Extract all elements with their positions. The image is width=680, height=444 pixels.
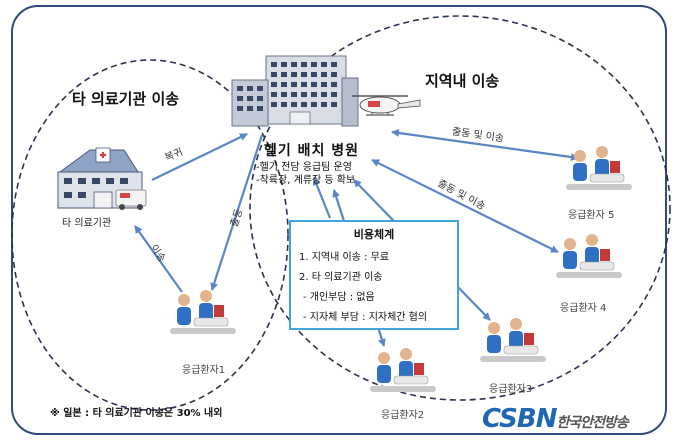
helicopter-icon <box>352 95 421 116</box>
heli-hospital-building-icon <box>231 55 359 127</box>
heli-hospital-line1: -헬기 전담 응급팀 운영 <box>256 162 352 173</box>
cost-line-2: 2. 타 의료기관 이송 <box>299 272 383 283</box>
patient3-label: 응급환자3 <box>489 384 533 395</box>
arrow-patient5 <box>391 129 579 161</box>
cost-line-4: - 지자체 부담 : 지자체간 협의 <box>303 312 428 323</box>
arrow-dispatch <box>210 134 264 291</box>
patient5-label: 응급환자 5 <box>568 210 615 221</box>
patient1-scene-icon <box>170 290 236 334</box>
cost-line-1: 1. 지역내 이송 : 무료 <box>299 252 390 263</box>
cost-system-box: 비용체계 1. 지역내 이송 : 무료 2. 타 의료기관 이송 - 개인부담 … <box>289 220 459 330</box>
patient4-scene-icon <box>556 234 622 278</box>
other-hospital-building-icon <box>57 147 147 210</box>
arrow-transfer <box>134 225 183 293</box>
brand-name: 한국안전방송 <box>556 415 628 431</box>
csbn-logo-text: CSBN <box>482 404 557 434</box>
cost-system-title: 비용체계 <box>353 228 395 241</box>
patient2-scene-icon <box>370 348 436 392</box>
arrow-return <box>151 133 248 181</box>
heli-hospital-line2: -착륙장, 계류장 등 확보 <box>256 175 356 186</box>
other-hospital-region-title: 타 의료기관 이송 <box>72 90 180 108</box>
patient2-label: 응급환자2 <box>381 410 425 421</box>
patient4-label: 응급환자 4 <box>560 303 607 314</box>
footnote: ※ 일본 : 타 의료기관 이송은 30% 내외 <box>50 408 223 419</box>
arrow-cost-box <box>312 177 332 219</box>
cost-line-3: - 개인부담 : 없음 <box>303 292 375 303</box>
patient1-label: 응급환자1 <box>182 365 226 376</box>
csbn-logo: CSBN한국안전방송 <box>482 404 629 434</box>
outer-frame <box>11 5 667 435</box>
local-region-title: 지역내 이송 <box>425 72 500 90</box>
other-hospital-region <box>11 59 289 411</box>
local-region <box>249 15 671 401</box>
patient3-scene-icon <box>480 318 546 362</box>
other-hospital-label: 타 의료기관 <box>62 218 112 229</box>
patient5-scene-icon <box>566 146 632 190</box>
heli-hospital-title: 헬기 배치 병원 <box>264 143 360 159</box>
